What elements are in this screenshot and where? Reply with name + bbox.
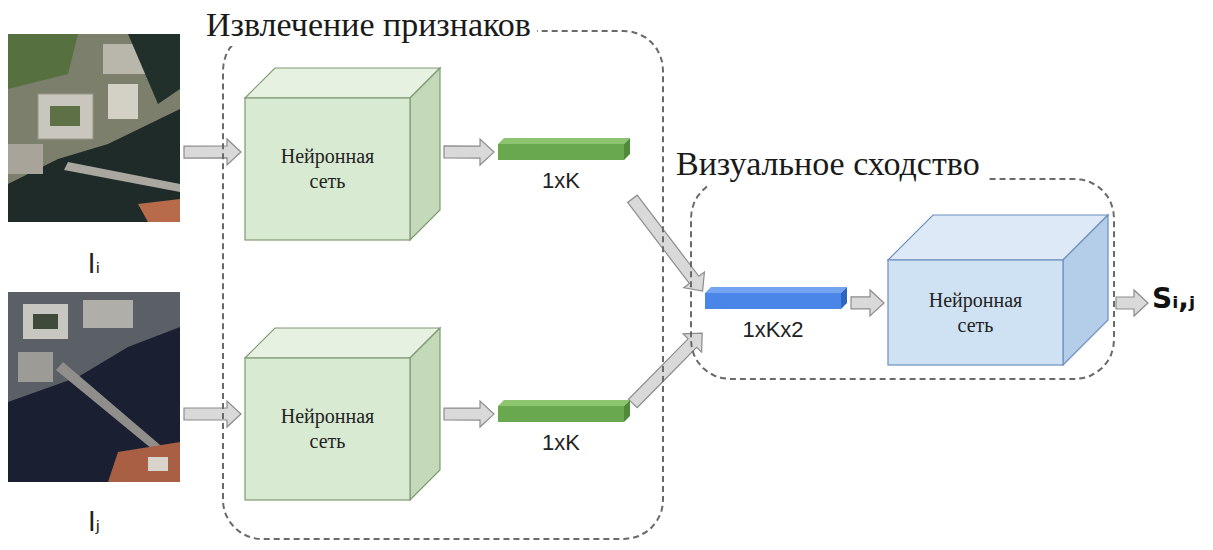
vector-side-face [841,287,847,309]
block-front-face [245,358,410,500]
block-front-face [245,98,410,240]
image-label: Iⱼ [8,507,180,538]
input-image: Iⱼ [8,292,180,538]
courtyard [33,314,58,329]
vector-shape [498,138,630,162]
neural-network-block: Нейронная сеть [888,215,1108,365]
courtyard [50,106,80,126]
vector-size-label: 1xK [498,168,624,194]
vector-side-face [624,138,630,160]
block-label: Нейронная сеть [265,358,390,500]
building-block [108,84,138,119]
satellite-image [8,292,180,482]
group-heading: Визуальное сходство [670,144,986,185]
vector-top-face [705,287,847,293]
city-block [8,292,180,402]
building-block [8,144,43,174]
building-block [23,304,68,339]
group-heading: Извлечение признаков [200,5,537,46]
output-score: Sᵢ,ⱼ [1152,282,1195,316]
block-arrow [184,401,241,427]
vector-shape [705,287,847,311]
roofs [108,442,180,482]
dashed-group: Нейронная сеть1xKНейронная сеть1xKИзвлеч… [222,30,664,540]
building-block [83,300,133,328]
input-image: Iᵢ [8,34,180,280]
block-arrow [851,290,884,316]
block-arrow [444,401,494,427]
vector-shape [498,400,630,424]
roofs [138,199,180,222]
feature-vector: 1xK [498,138,630,202]
building-block [18,352,53,382]
block-side-face [1063,215,1108,365]
vector-side-face [624,400,630,422]
block-side-face [410,328,440,500]
block-top-face [245,68,440,98]
vector-size-label: 1xK [498,430,624,456]
image-label: Iᵢ [8,249,180,280]
vector-top-face [498,138,630,144]
river [128,34,180,104]
block-label: Нейронная сеть [265,98,390,240]
neural-network-block: Нейронная сеть [245,328,440,500]
dashed-group: 1xKx2Нейронная сетьВизуальное сходство [690,178,1115,380]
river [8,109,180,222]
image-ground [8,292,180,482]
vector-front-face [498,406,624,422]
block-front-face [888,260,1063,365]
image-ground [8,34,180,222]
bridge [64,162,180,192]
vector-front-face [705,293,841,309]
building-block [38,94,93,139]
block-arrow [444,139,494,165]
feature-vector: 1xKx2 [705,287,847,359]
park [8,34,78,89]
block-arrow [628,195,705,291]
vector-size-label: 1xKx2 [705,317,841,343]
neural-network-block: Нейронная сеть [245,68,440,240]
vector-front-face [498,144,624,160]
block-label: Нейронная сеть [913,260,1038,365]
output-arrow [1116,290,1148,316]
satellite-image [8,34,180,222]
block-side-face [410,68,440,240]
feature-vector: 1xK [498,400,630,464]
building-block [148,457,168,471]
block-top-face [245,328,440,358]
vector-top-face [498,400,630,406]
block-arrow [184,139,241,165]
